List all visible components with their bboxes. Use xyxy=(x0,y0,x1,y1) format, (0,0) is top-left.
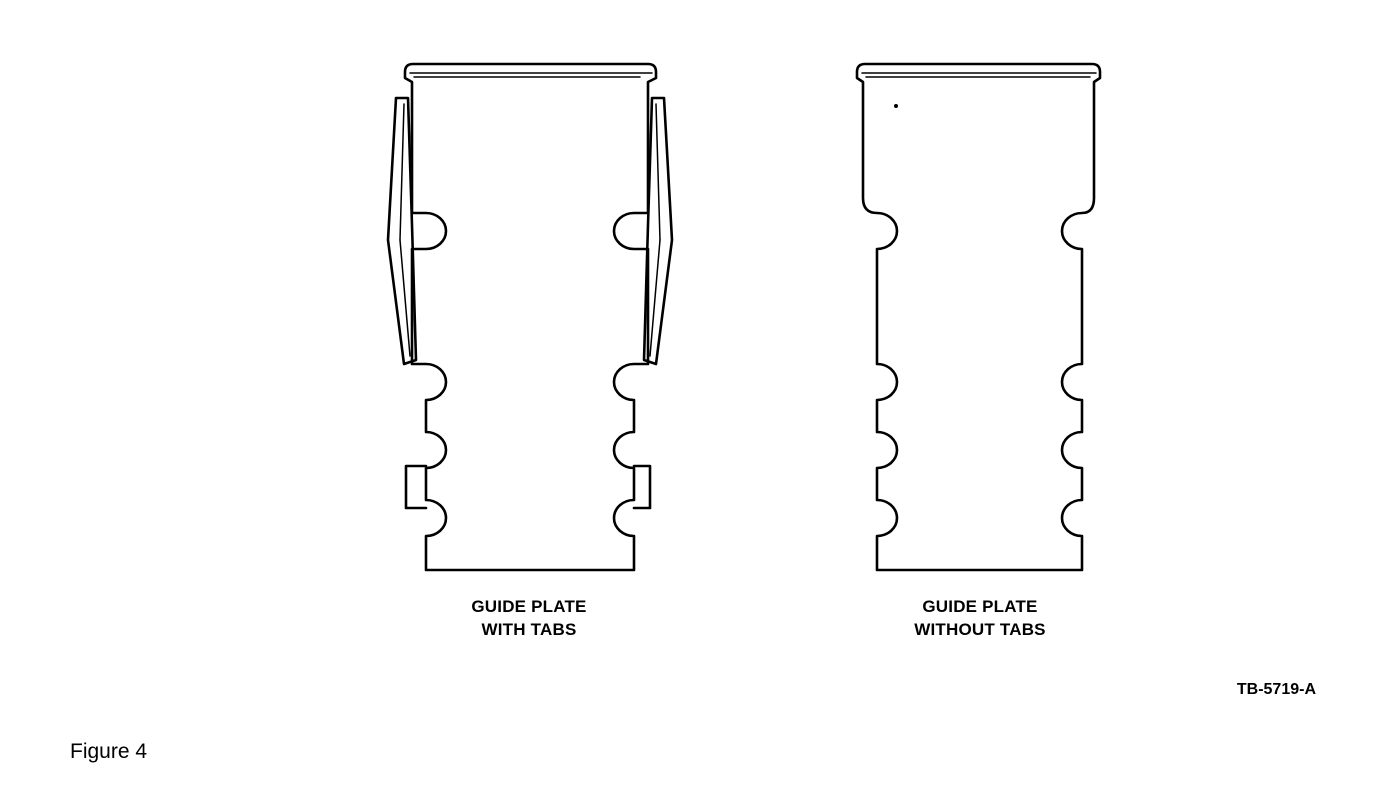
figure-code: TB-5719-A xyxy=(1236,681,1316,698)
caption-line: WITHOUT TABS xyxy=(914,620,1046,639)
right-tab-fold xyxy=(655,103,661,241)
left-small-tab xyxy=(404,464,428,510)
guide-plate-with-tabs xyxy=(386,62,674,572)
caption-line: GUIDE PLATE xyxy=(471,597,587,616)
figure-label: Figure 4 xyxy=(70,740,148,763)
left-tab-fold xyxy=(399,103,405,241)
caption-line: GUIDE PLATE xyxy=(922,597,1038,616)
caption-line: WITH TABS xyxy=(481,620,577,639)
caption-guide-plate-with-tabs: GUIDE PLATE WITH TABS xyxy=(409,595,649,641)
caption-guide-plate-without-tabs: GUIDE PLATE WITHOUT TABS xyxy=(860,595,1100,641)
plate-body-outline xyxy=(855,62,1102,572)
guide-plate-without-tabs xyxy=(855,62,1102,572)
left-tab-fold xyxy=(399,239,411,357)
right-small-tab xyxy=(632,464,652,510)
right-tab-fold xyxy=(649,239,661,357)
plate-body-outline xyxy=(403,62,658,572)
small-dot-mark xyxy=(894,104,898,108)
left-side-tab xyxy=(386,96,418,366)
right-side-tab xyxy=(642,96,674,366)
